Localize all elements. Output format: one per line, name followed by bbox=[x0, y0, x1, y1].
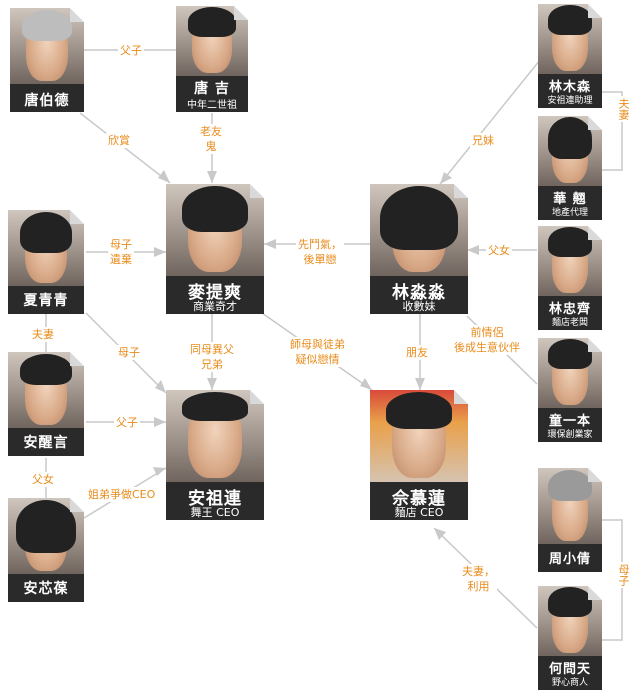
label-muzi-right: 母子 bbox=[616, 562, 631, 588]
name-she-mu-lian: 佘慕蓮 bbox=[392, 489, 446, 509]
card-tang-bai-de[interactable]: 唐伯德 bbox=[10, 8, 84, 112]
arrow-to-mai-from-tangji bbox=[207, 171, 217, 183]
card-an-xin-jie[interactable]: 安芯葆 bbox=[8, 498, 84, 602]
label-fuqi-left: 夫妻 bbox=[30, 327, 56, 342]
photo-an-zu-lian bbox=[166, 390, 264, 482]
label-shimu-line2: 疑似戀情 bbox=[295, 353, 340, 366]
label-jiedi: 姐弟爭做CEO bbox=[86, 487, 158, 502]
label-qianqinglu-line1: 前情侶 bbox=[470, 326, 504, 339]
photo-mai-ti-shuang bbox=[166, 184, 264, 276]
photo-hua-xiang bbox=[538, 116, 602, 186]
card-lin-mu-sen[interactable]: 林木森 安祖連助理 bbox=[538, 4, 602, 108]
role-she-mu-lian: 麵店 CEO bbox=[394, 506, 444, 519]
name-mai-ti-shuang: 麥提爽 bbox=[188, 283, 242, 303]
photo-an-xin-jie bbox=[8, 498, 84, 574]
card-an-zu-lian[interactable]: 安祖連 舞王 CEO bbox=[166, 390, 264, 520]
role-lin-mu-sen: 安祖連助理 bbox=[547, 96, 593, 106]
label-xianmen: 先鬥氣， 後單戀 bbox=[296, 237, 344, 267]
label-pengyou: 朋友 bbox=[404, 345, 430, 360]
label-fuqi-liyong-line1: 夫妻， bbox=[462, 565, 495, 578]
label-fuqi-liyong-line2: 利用 bbox=[467, 580, 490, 593]
card-xia-qing-qing[interactable]: 夏青青 bbox=[8, 210, 84, 314]
photo-lin-miao-miao bbox=[370, 184, 468, 276]
role-tang-ji: 中年二世祖 bbox=[187, 100, 237, 111]
name-lin-mu-sen: 林木森 bbox=[548, 80, 591, 95]
photo-an-xing-yan bbox=[8, 352, 84, 428]
arrow-to-mai-from-tangbaide bbox=[158, 170, 170, 183]
arrow-to-linmiaomiao-from-linmusen bbox=[440, 172, 452, 184]
name-tang-ji: 唐 吉 bbox=[194, 81, 230, 97]
label-xiongmei: 兄妹 bbox=[470, 133, 496, 148]
role-lin-zhong-qi: 麵店老闆 bbox=[551, 318, 588, 328]
link-fuqi-right bbox=[602, 91, 623, 171]
card-lin-miao-miao[interactable]: 林淼淼 收數妹 bbox=[370, 184, 468, 314]
arrow-to-she-from-linmiaomiao bbox=[415, 378, 425, 390]
card-lin-zhong-qi[interactable]: 林忠齊 麵店老闆 bbox=[538, 226, 602, 330]
name-hua-xiang: 華 翹 bbox=[553, 192, 587, 207]
role-he-wen-tian: 野心商人 bbox=[551, 678, 588, 688]
label-xinshang: 欣賞 bbox=[106, 133, 132, 148]
card-he-wen-tian[interactable]: 何問天 野心商人 bbox=[538, 586, 602, 690]
label-shimu-line1: 師母與徒弟 bbox=[290, 338, 345, 351]
label-qianqinglu-line2: 後成生意伙伴 bbox=[454, 341, 520, 354]
arrow-to-anzulian-from-anxingyan bbox=[154, 417, 166, 427]
label-laoyou: 老友 鬼 bbox=[198, 124, 224, 154]
label-funu-left: 父女 bbox=[30, 472, 56, 487]
label-shimu: 師母與徒弟 疑似戀情 bbox=[288, 337, 347, 367]
label-laoyou-line2: 鬼 bbox=[205, 140, 217, 153]
card-an-xing-yan[interactable]: 安醒言 bbox=[8, 352, 84, 456]
link-tangbaide-mai bbox=[79, 112, 171, 184]
arrow-to-anzulian-from-xia bbox=[155, 380, 166, 393]
name-lin-zhong-qi: 林忠齊 bbox=[548, 302, 591, 317]
role-hua-xiang: 地產代理 bbox=[551, 208, 588, 218]
role-an-zu-lian: 舞王 CEO bbox=[190, 506, 240, 519]
arrow-to-linmiaomiao-from-linzhongqi bbox=[467, 245, 479, 255]
name-xia-qing-qing: 夏青青 bbox=[23, 293, 69, 309]
card-zhou-xiao-qian[interactable]: 周小倩 bbox=[538, 468, 602, 572]
name-lin-miao-miao: 林淼淼 bbox=[392, 283, 446, 303]
photo-tang-bai-de bbox=[10, 8, 84, 84]
name-zhou-xiao-qian: 周小倩 bbox=[548, 552, 591, 567]
arrow-to-she-from-he bbox=[434, 528, 446, 540]
name-tang-bai-de: 唐伯德 bbox=[24, 93, 70, 109]
label-fuzi-mid: 父子 bbox=[114, 415, 140, 430]
label-fuqi-right: 夫妻 bbox=[616, 96, 631, 122]
card-hua-xiang[interactable]: 華 翹 地產代理 bbox=[538, 116, 602, 220]
label-fuzi-top: 父子 bbox=[118, 43, 144, 58]
label-laoyou-line1: 老友 bbox=[200, 125, 222, 138]
label-muzi-left: 母子 bbox=[116, 345, 142, 360]
name-an-xin-jie: 安芯葆 bbox=[23, 581, 69, 597]
label-fuqi-liyong: 夫妻， 利用 bbox=[460, 564, 497, 594]
label-muzi-line1: 母子 bbox=[110, 238, 132, 251]
label-xianmen-line2: 後單戀 bbox=[303, 253, 337, 266]
photo-zhou-xiao-qian bbox=[538, 468, 602, 544]
label-qianqinglu: 前情侶 後成生意伙伴 bbox=[452, 325, 522, 355]
label-tongmu-line1: 同母異父 bbox=[190, 343, 234, 356]
label-funu-right: 父女 bbox=[486, 243, 512, 258]
label-muzi-yiqi: 母子 遺棄 bbox=[108, 237, 134, 267]
arrow-to-anzulian-from-mai bbox=[207, 378, 217, 390]
arrow-to-she-from-mai bbox=[360, 378, 372, 390]
label-xianmen-line1: 先鬥氣， bbox=[298, 238, 342, 251]
role-tong-yi-ben: 環保創業家 bbox=[547, 430, 593, 440]
role-mai-ti-shuang: 商業奇才 bbox=[193, 300, 237, 313]
card-tang-ji[interactable]: 唐 吉 中年二世祖 bbox=[176, 6, 248, 112]
name-he-wen-tian: 何問天 bbox=[548, 662, 591, 677]
card-mai-ti-shuang[interactable]: 麥提爽 商業奇才 bbox=[166, 184, 264, 314]
arrow-to-mai-from-xia bbox=[154, 247, 166, 257]
role-lin-miao-miao: 收數妹 bbox=[402, 300, 436, 313]
arrow-to-anzulian-from-anxinjie bbox=[153, 467, 166, 476]
name-an-zu-lian: 安祖連 bbox=[188, 489, 242, 509]
card-tong-yi-ben[interactable]: 童一本 環保創業家 bbox=[538, 338, 602, 442]
arrow-to-mai-from-linmiaomiao bbox=[264, 239, 276, 249]
label-tongmu-line2: 兄弟 bbox=[201, 358, 223, 371]
link-linmusen-linmiaomiao bbox=[439, 59, 541, 185]
name-tong-yi-ben: 童一本 bbox=[548, 414, 591, 429]
card-she-mu-lian[interactable]: 佘慕蓮 麵店 CEO bbox=[370, 390, 468, 520]
label-tongmu: 同母異父 兄弟 bbox=[188, 342, 236, 372]
label-muzi-line2: 遺棄 bbox=[110, 253, 132, 266]
name-an-xing-yan: 安醒言 bbox=[23, 435, 69, 451]
photo-she-mu-lian bbox=[370, 390, 468, 482]
